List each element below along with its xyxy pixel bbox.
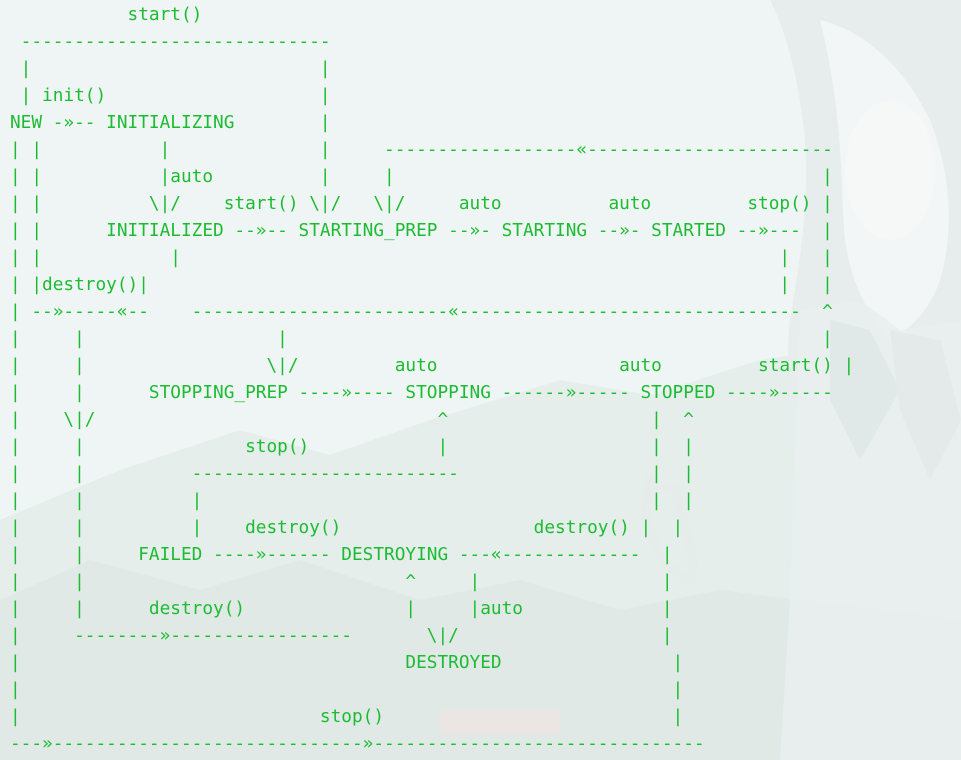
diagram-line: | | | | ------------------«-------------… bbox=[10, 140, 833, 160]
diagram-line: | | | | | bbox=[10, 248, 833, 268]
diagram-line: NEW -»-- INITIALIZING | bbox=[10, 113, 331, 133]
diagram-line: | | | destroy() destroy() | | bbox=[10, 518, 684, 538]
diagram-line: | init() | bbox=[10, 86, 331, 106]
diagram-line: ----------------------------- bbox=[10, 32, 331, 52]
diagram-line: | | STOPPING_PREP ----»---- STOPPING ---… bbox=[10, 383, 833, 403]
diagram-line: | | destroy() | |auto | bbox=[10, 599, 673, 619]
diagram-line: | |destroy()| | | bbox=[10, 275, 833, 295]
diagram-line: | | \|/ start() \|/ \|/ auto auto stop()… bbox=[10, 194, 833, 214]
diagram-line: | --»-----«-- ------------------------«-… bbox=[10, 302, 833, 322]
diagram-line: | | bbox=[10, 59, 331, 79]
diagram-line: | | bbox=[10, 680, 684, 700]
diagram-line: start() bbox=[10, 5, 203, 25]
diagram-line: ---»-----------------------------»------… bbox=[10, 734, 705, 754]
lifecycle-state-diagram: start() ----------------------------- | … bbox=[10, 2, 854, 758]
diagram-line: | | | | | bbox=[10, 491, 694, 511]
diagram-line: | | ^ | | bbox=[10, 572, 673, 592]
diagram-line: | | FAILED ----»------ DESTROYING ---«--… bbox=[10, 545, 673, 565]
diagram-line: | \|/ ^ | ^ bbox=[10, 410, 694, 430]
diagram-line: | --------»----------------- \|/ | bbox=[10, 626, 673, 646]
diagram-line: | stop() | bbox=[10, 707, 684, 727]
diagram-line: | | |auto | | | bbox=[10, 167, 833, 187]
diagram-line: | | ------------------------- | | bbox=[10, 464, 694, 484]
diagram-line: | | | | bbox=[10, 329, 833, 349]
diagram-line: | DESTROYED | bbox=[10, 653, 684, 673]
diagram-line: | | \|/ auto auto start() | bbox=[10, 356, 855, 376]
diagram-line: | | INITIALIZED --»-- STARTING_PREP --»-… bbox=[10, 221, 833, 241]
diagram-line: | | stop() | | | bbox=[10, 437, 694, 457]
